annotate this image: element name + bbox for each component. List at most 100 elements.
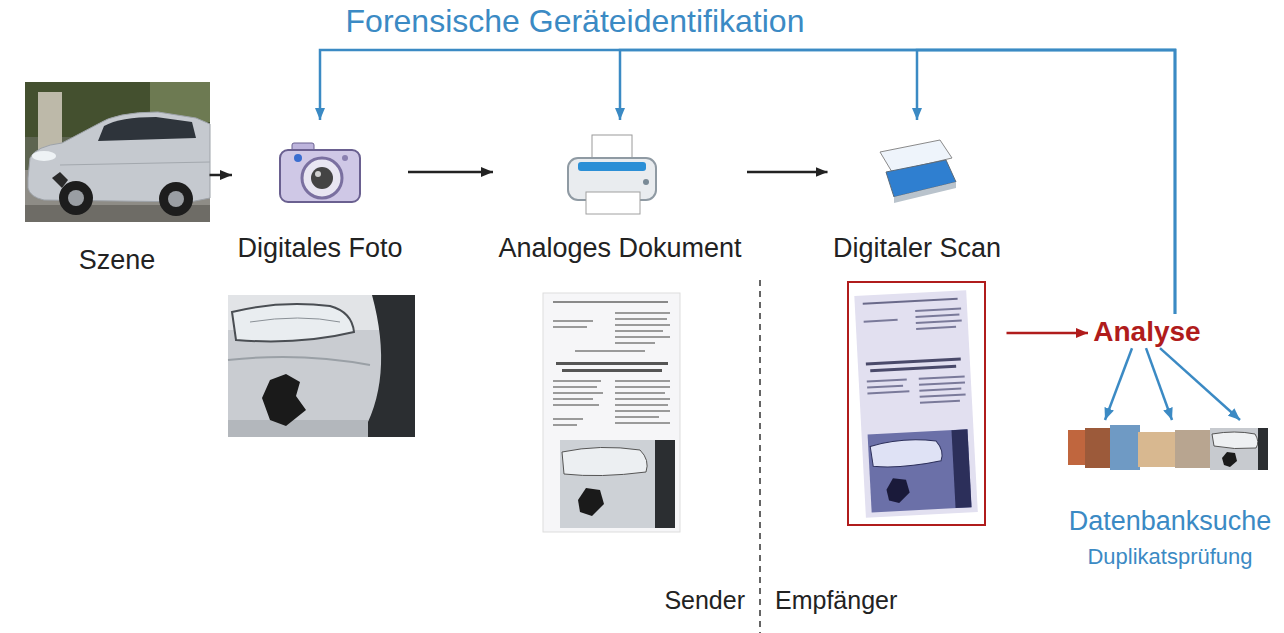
camera-stage: Digitales Foto [232,120,408,264]
scan-frame-part-part [867,378,907,382]
scene-photo-part [60,162,210,165]
printed-document-part [615,392,665,394]
printed-document-part [553,398,593,400]
node-label: Szene [79,245,156,276]
printed-document-part [615,386,670,388]
printed-document-part [556,362,668,365]
printed-document-part [553,320,593,322]
scene-node: Szene [25,82,210,276]
printed-document-part [553,418,583,420]
scene-photo [25,82,210,222]
scan-frame-part-part [919,381,965,385]
process-caption: Forensische Geräteidentifikation [346,3,805,40]
node-label: Analyse [1093,316,1200,348]
feedback-arrow [320,50,1175,314]
sender-receiver-divider [760,280,761,633]
database-collage-part [1110,425,1140,470]
printer-icon [568,135,656,214]
scan-frame-part-part [886,477,910,503]
camera-icon-part [302,158,342,198]
camera-icon-part [315,171,321,177]
scan-frame-part-part [854,290,977,518]
scanner-icon [880,140,956,203]
scene-photo-part [159,182,193,216]
printed-document [543,293,680,532]
camera-icon-part [311,167,333,189]
printed-document-part [553,424,577,426]
damage-photo-part [228,357,370,365]
camera-icon-part [342,155,348,161]
damage-photo-part [262,374,306,426]
scan-frame-part-part [919,375,965,379]
printer-stage: Analoges Dokument [493,120,747,264]
printed-document-part [575,350,645,352]
scan-frame-part-part [870,365,956,372]
printed-document-part [553,404,599,406]
scene-photo-part [68,190,84,206]
sender-receiver-divider-part [759,280,761,633]
scan-frame-part-part [866,358,961,366]
scan-frame-part-part [863,298,958,305]
printed-document-part [560,440,675,528]
flow-arrow [1007,332,1089,335]
scene-photo-part [59,181,93,215]
node-sublabel: Duplikatsprüfung [1087,544,1252,569]
scene-photo-part [98,117,196,141]
flow-arrow [408,171,493,174]
printed-document-part [553,301,668,303]
camera-icon-part [294,154,302,162]
printer-icon-part [578,162,646,171]
node-label: Digitaler Scan [833,233,1001,264]
node-label: Analoges Dokument [498,233,741,264]
scan-frame-part-part [867,385,903,389]
scan-frame-part-part [916,326,956,330]
flow-arrow [210,174,233,177]
database-collage-part [1258,428,1268,470]
printer-icon-part [586,192,640,214]
scan-frame-part-part [915,308,961,312]
printed-document-part [615,404,668,406]
damage-photo [228,295,415,437]
feedback-arrow [620,50,1175,314]
printed-document-part [553,380,601,382]
side-label: Sender [664,586,745,615]
camera-icon-part [280,150,360,202]
camera-icon [280,143,360,202]
scan-frame-part-part [864,319,898,323]
printed-document-part [615,330,663,332]
node-label: Digitales Foto [237,233,402,264]
feedback-arrow [917,50,1175,314]
scan-frame-part-part [920,400,960,404]
printed-document-part [615,318,667,320]
printed-document-part [615,416,659,418]
printed-document-part [615,312,670,314]
printed-document-part [553,386,597,388]
printed-document-part [615,422,670,424]
scene-photo-part [25,82,210,222]
scan-frame [848,282,985,525]
analysis-node: Analyse [1088,314,1206,348]
node-label: Datenbanksuche [1069,506,1272,537]
damage-photo-part [360,295,415,437]
printer-icon-part [643,179,649,185]
printed-document-part [543,293,680,532]
database-collage-part [1222,452,1237,467]
flow-arrow [747,171,828,174]
printed-document-part [562,369,662,372]
database-collage [1068,425,1268,470]
database-collage-part [1175,430,1215,468]
scan-frame-part-part [920,393,966,397]
scene-photo-part [168,191,184,207]
damage-photo-part [228,420,368,437]
flow-arrow [1105,348,1132,420]
flow-arrow [1160,348,1240,420]
scanner-stage: Digitaler Scan [828,120,1007,525]
printed-document-part [615,324,670,326]
scan-frame-part-part [951,429,971,508]
database-node: DatenbanksucheDuplikatsprüfung [1064,420,1277,569]
damage-photo-part [232,304,354,341]
damage-photo-part [228,295,415,437]
damage-photo-part [250,318,340,322]
